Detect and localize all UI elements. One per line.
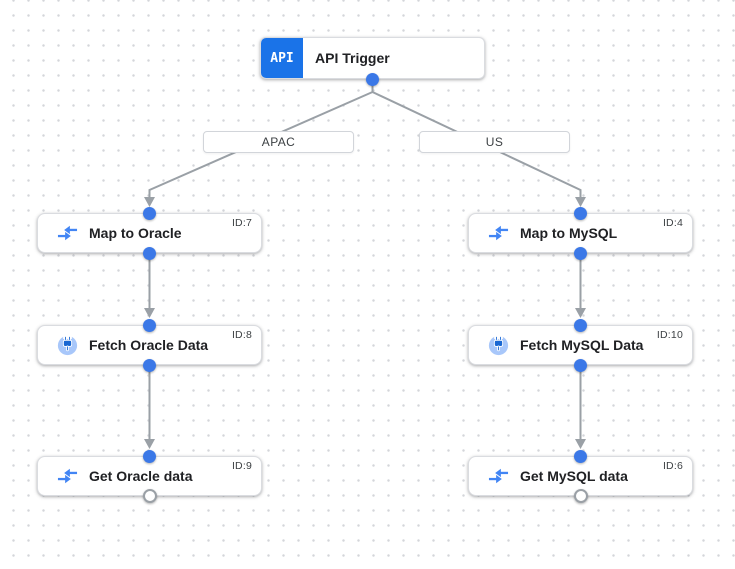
node-fetch-oracle-data[interactable]: ID:8 Fetch Oracle Data (37, 325, 262, 365)
arrowhead-icon (144, 197, 155, 207)
port-input[interactable] (143, 449, 156, 463)
port-input[interactable] (574, 449, 587, 463)
data-mapping-icon (57, 225, 78, 241)
edge-label-text: US (485, 135, 504, 149)
node-id-label: ID:9 (231, 460, 252, 472)
port-trigger-output[interactable] (366, 72, 379, 86)
port-output[interactable] (143, 358, 156, 372)
node-title: Fetch Oracle Data (89, 337, 209, 353)
node-id-label: ID:10 (656, 329, 683, 341)
arrowhead-icon (144, 439, 155, 449)
arrowhead-icon (575, 439, 586, 449)
data-mapping-icon (57, 468, 78, 484)
node-id-label: ID:7 (231, 217, 252, 229)
edge-label-text: APAC (261, 135, 296, 149)
node-title: Map to MySQL (520, 225, 618, 241)
node-id-label: ID:6 (662, 460, 683, 472)
port-output[interactable] (574, 246, 587, 260)
node-id-label: ID:4 (662, 217, 683, 229)
port-input[interactable] (143, 206, 156, 220)
connector-icon (488, 334, 509, 356)
node-title: Fetch MySQL Data (520, 337, 644, 353)
node-map-to-oracle[interactable]: ID:7 Map to Oracle (37, 213, 262, 253)
node-title: Map to Oracle (89, 225, 182, 241)
arrowhead-icon (575, 308, 586, 318)
node-title: Get MySQL data (520, 468, 628, 484)
port-output-end[interactable] (573, 489, 588, 503)
data-mapping-icon (488, 225, 509, 241)
port-output-end[interactable] (142, 489, 157, 503)
edge-label-apac[interactable]: APAC (203, 131, 354, 153)
edge-label-us[interactable]: US (419, 131, 570, 153)
port-output[interactable] (574, 358, 587, 372)
api-badge-icon: API (261, 38, 303, 78)
node-title: API Trigger (315, 50, 390, 66)
port-input[interactable] (574, 318, 587, 332)
port-input[interactable] (143, 318, 156, 332)
arrowhead-icon (575, 197, 586, 207)
port-input[interactable] (574, 206, 587, 220)
node-title: Get Oracle data (89, 468, 193, 484)
connector-icon (57, 334, 78, 356)
node-id-label: ID:8 (231, 329, 252, 341)
port-output[interactable] (143, 246, 156, 260)
arrowhead-icon (144, 308, 155, 318)
node-api-trigger[interactable]: API API Trigger (260, 37, 485, 79)
data-mapping-icon (488, 468, 509, 484)
